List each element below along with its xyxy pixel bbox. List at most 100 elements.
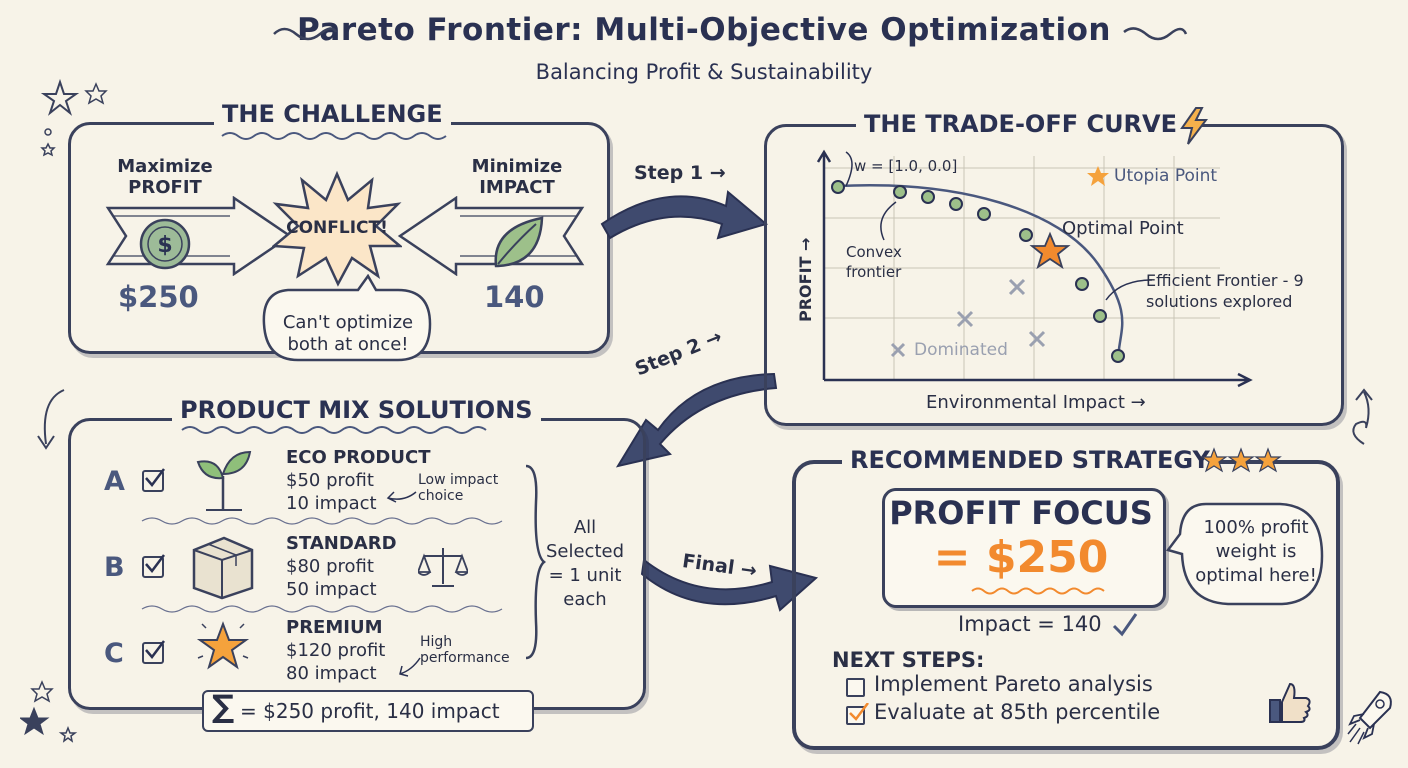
challenge-heading: THE CHALLENGE — [214, 100, 451, 128]
x-axis — [824, 372, 1253, 388]
frontier-curve — [837, 184, 1124, 363]
impact-value: 140 — [484, 280, 545, 314]
product-b-impact: 50 impact — [286, 579, 377, 600]
products-heading: PRODUCT MIX SOLUTIONS — [172, 396, 541, 424]
strategy-bubble-text: 100% profit weight is optimal here! — [1195, 517, 1317, 586]
product-a-name: ECO PRODUCT — [286, 447, 431, 468]
profit-value: $250 — [118, 280, 199, 314]
frontier-point — [1019, 228, 1033, 242]
row-divider-2 — [141, 605, 503, 613]
sprout-icon — [196, 450, 252, 511]
product-a-impact: 10 impact — [286, 493, 377, 514]
strategy-speech-bubble — [1166, 502, 1324, 606]
challenge-speech-bubble — [262, 274, 432, 362]
next-step-1-text: Implement Pareto analysis — [874, 672, 1153, 696]
curly-arrow-left-icon — [37, 389, 65, 450]
product-a-letter: A — [104, 466, 125, 497]
lightning-icon — [1180, 107, 1208, 145]
next-step-2-checkbox[interactable] — [846, 703, 869, 725]
conflict-label: CONFLICT! — [286, 218, 388, 238]
dominated-label: Dominated — [914, 340, 1008, 360]
box-icon — [192, 536, 254, 600]
title-flourish-left — [273, 27, 338, 41]
profit-focus-title: PROFIT FOCUS — [889, 494, 1153, 532]
weight-label: w = [1.0, 0.0] — [854, 157, 958, 175]
strategy-heading: RECOMMENDED STRATEGY — [842, 446, 1218, 474]
svg-text:$: $ — [157, 233, 172, 258]
product-b-profit: $80 profit — [286, 556, 374, 577]
frontier-point — [893, 185, 907, 199]
all-selected-note: All Selected = 1 unit each — [545, 517, 625, 610]
frontier-point — [921, 190, 935, 204]
conflict-burst-icon — [272, 170, 402, 287]
frontier-point — [1093, 309, 1107, 323]
step1-arrow — [600, 190, 769, 240]
challenge-bubble-text: Can't optimize both at once! — [282, 312, 414, 355]
frontier-point — [1111, 349, 1125, 363]
product-b-name: STANDARD — [286, 533, 397, 554]
frontier-point — [831, 180, 845, 194]
product-a-note-arrow — [386, 491, 417, 503]
x-axis-label: Environmental Impact → — [926, 392, 1146, 413]
sum-box: ∑ = $250 profit, 140 impact — [202, 689, 534, 732]
next-step-1-checkbox[interactable] — [846, 678, 865, 697]
impact-arrow-icon — [397, 196, 585, 276]
sum-symbol: ∑ — [212, 689, 235, 725]
product-b-checkbox[interactable] — [142, 554, 165, 578]
product-c-note-arrow — [399, 657, 421, 677]
rocket-icon — [1347, 690, 1392, 745]
convex-label: Convex frontier — [846, 243, 902, 281]
tradeoff-chart — [816, 149, 1253, 388]
strategy-impact: Impact = 140 — [958, 612, 1102, 636]
utopia-label: Utopia Point — [1114, 166, 1218, 186]
products-brace — [525, 464, 546, 660]
page-subtitle: Balancing Profit & Sustainability — [535, 60, 873, 84]
product-a-checkbox[interactable] — [142, 468, 165, 492]
product-c-impact: 80 impact — [286, 663, 377, 684]
product-a-profit: $50 profit — [286, 470, 374, 491]
profit-value-underline — [971, 587, 1105, 595]
star-product-icon — [196, 621, 250, 670]
minimize-impact-label: Minimize IMPACT — [471, 156, 563, 198]
sum-text: = $250 profit, 140 impact — [240, 699, 500, 723]
product-b-letter: B — [104, 552, 125, 583]
product-a-note: Low impact choice — [418, 472, 499, 504]
product-c-name: PREMIUM — [286, 617, 383, 638]
step1-label: Step 1 → — [634, 162, 726, 184]
leaf-icon — [494, 216, 544, 268]
frontier-point — [949, 197, 963, 211]
check-mark-icon — [1112, 613, 1138, 637]
product-c-letter: C — [104, 638, 124, 669]
products-heading-underline — [181, 426, 487, 434]
profit-focus-value: = $250 — [933, 532, 1109, 583]
rating-stars-icon — [1200, 447, 1282, 473]
curly-arrow-right-icon — [1352, 388, 1373, 445]
optimal-star — [1029, 231, 1071, 270]
maximize-profit-label: Maximize PROFIT — [117, 156, 213, 198]
next-steps-heading: NEXT STEPS: — [832, 648, 985, 672]
product-c-checkbox[interactable] — [142, 640, 165, 664]
thumbs-up-icon — [1269, 682, 1311, 723]
scales-icon — [418, 548, 468, 587]
utopia-star — [1087, 166, 1109, 186]
dominated-markers — [890, 278, 1046, 358]
final-arrow — [640, 558, 819, 612]
tradeoff-heading: THE TRADE-OFF CURVE — [856, 110, 1186, 138]
y-axis — [816, 149, 832, 380]
frontier-point — [1075, 277, 1089, 291]
y-axis-label: PROFIT → — [796, 237, 815, 322]
row-divider-1 — [141, 517, 503, 525]
page-title: Pareto Frontier: Multi-Objective Optimiz… — [297, 12, 1111, 48]
profit-arrow-icon — [105, 196, 293, 276]
product-c-profit: $120 profit — [286, 640, 386, 661]
star-doodles-bottom-icon — [20, 680, 78, 743]
frontier-point — [977, 207, 991, 221]
next-step-2-text: Evaluate at 85th percentile — [874, 700, 1161, 724]
product-c-note: High performance — [420, 634, 510, 666]
efficient-frontier-label: Efficient Frontier - 9 solutions explore… — [1146, 271, 1304, 311]
title-flourish-right — [1123, 27, 1188, 41]
frontier-points — [831, 180, 1125, 363]
challenge-heading-underline — [221, 132, 447, 140]
dollar-coin-icon: $ — [139, 218, 191, 270]
star-doodles-icon — [40, 78, 108, 157]
